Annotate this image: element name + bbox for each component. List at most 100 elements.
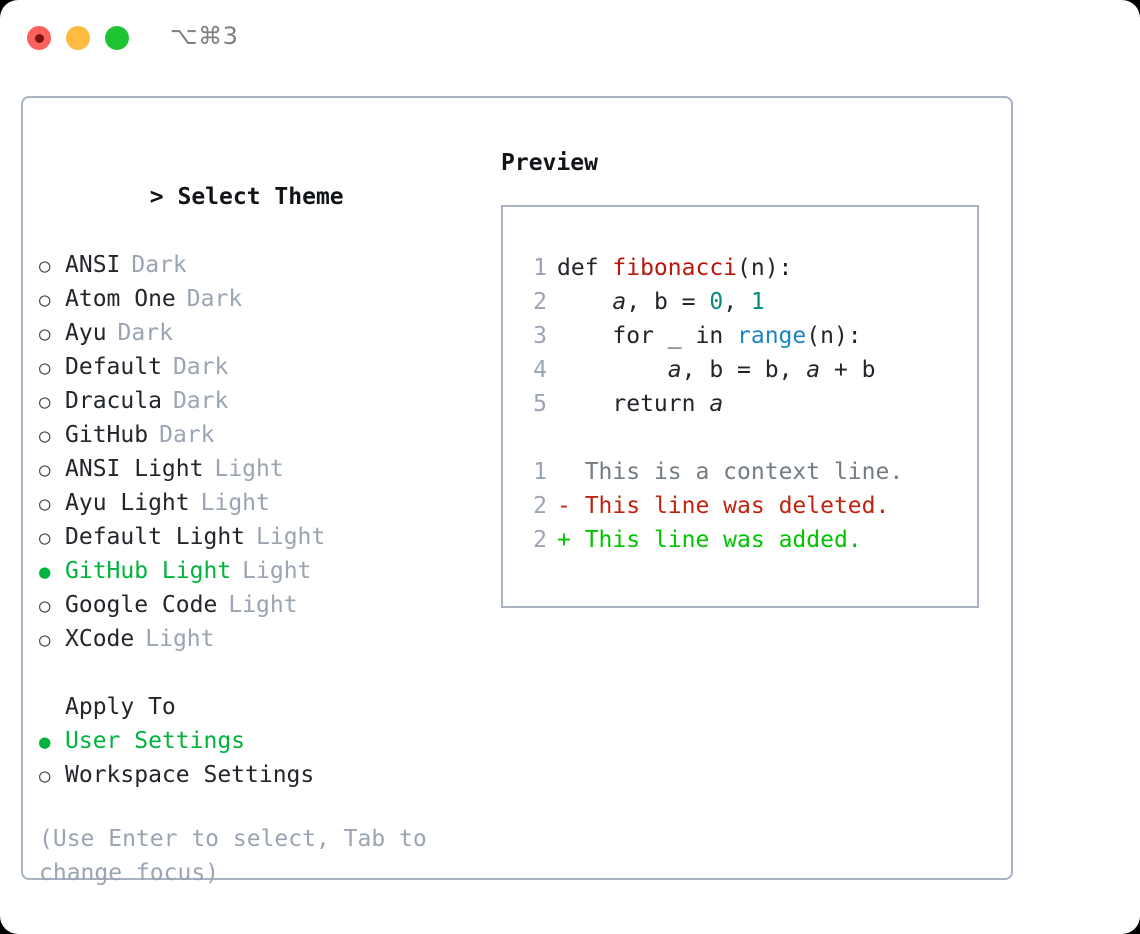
prompt-caret: > xyxy=(149,184,178,210)
code-token: def xyxy=(557,255,613,281)
diff-sample: 1 This is a context line.2- This line wa… xyxy=(519,455,977,557)
diff-marker: + xyxy=(557,527,571,553)
theme-option-label: Default xyxy=(65,354,162,380)
code-token: (n): xyxy=(737,255,793,281)
code-token: return xyxy=(557,391,710,417)
radio-unselected-icon: ○ xyxy=(39,595,51,617)
diff-line-text: This line was added. xyxy=(570,527,862,553)
theme-variant-tag: Light xyxy=(228,592,298,618)
diff-marker: - xyxy=(557,493,571,519)
theme-option-label: Ayu Light xyxy=(65,490,190,516)
code-line-text: def fibonacci(n): xyxy=(557,251,792,285)
theme-option-label: Ayu xyxy=(65,320,107,346)
code-token: for _ in xyxy=(557,323,738,349)
theme-option-label: GitHub xyxy=(65,422,149,448)
theme-variant-tag: Light xyxy=(214,456,284,482)
theme-variant-tag: Dark xyxy=(172,388,229,414)
keyboard-hint-text: (Use Enter to select, Tab to change focu… xyxy=(39,826,427,886)
code-line: 3 for _ in range(n): xyxy=(519,319,977,353)
radio-unselected-icon: ○ xyxy=(39,765,51,787)
code-token: a xyxy=(806,357,821,383)
theme-variant-tag: Dark xyxy=(117,320,173,346)
theme-option-label: Dracula xyxy=(65,388,162,414)
apply-to-option[interactable]: ○ Workspace Settings xyxy=(39,758,499,792)
code-line: 5 return a xyxy=(519,387,977,421)
list-spacer xyxy=(39,656,499,690)
theme-option[interactable]: ○ Google Code Light xyxy=(39,588,499,622)
radio-unselected-icon: ○ xyxy=(39,391,51,413)
radio-unselected-icon: ○ xyxy=(39,527,51,549)
maximize-button[interactable] xyxy=(105,26,129,50)
theme-variant-tag: Dark xyxy=(131,252,187,278)
theme-option-label: ANSI xyxy=(65,252,121,278)
code-token: a xyxy=(709,391,724,417)
code-token: , xyxy=(723,289,751,315)
code-line-text: a, b = 0, 1 xyxy=(557,285,765,319)
theme-variant-tag: Dark xyxy=(172,354,229,380)
radio-selected-icon: ● xyxy=(39,731,51,753)
theme-option[interactable]: ● GitHub Light Light xyxy=(39,554,499,588)
close-button[interactable] xyxy=(27,26,51,50)
window-controls xyxy=(27,26,129,50)
code-token: , b = xyxy=(626,289,710,315)
theme-option-label: GitHub Light xyxy=(65,558,232,584)
code-token: (n): xyxy=(806,323,862,349)
code-token xyxy=(557,289,612,315)
line-number: 2 xyxy=(533,527,547,553)
radio-unselected-icon: ○ xyxy=(39,255,51,277)
radio-unselected-icon: ○ xyxy=(39,323,51,345)
line-number: 4 xyxy=(533,357,547,383)
theme-variant-tag: Light xyxy=(256,524,326,550)
theme-option[interactable]: ○ Ayu Dark xyxy=(39,316,499,350)
radio-unselected-icon: ○ xyxy=(39,459,51,481)
code-token: fibonacci xyxy=(612,255,738,281)
apply-to-heading: Apply To xyxy=(65,694,176,720)
theme-option[interactable]: ○ ANSI Light Light xyxy=(39,452,499,486)
apply-to-option-label: User Settings xyxy=(65,728,246,754)
apply-to-option-label: Workspace Settings xyxy=(65,762,315,788)
code-token: 1 xyxy=(750,289,765,315)
line-number: 3 xyxy=(533,323,547,349)
theme-option-label: ANSI Light xyxy=(65,456,204,482)
select-theme-heading-label: Select Theme xyxy=(177,184,344,210)
code-token: range xyxy=(737,323,807,349)
code-token: + b xyxy=(820,357,876,383)
theme-variant-tag: Light xyxy=(242,558,312,584)
radio-unselected-icon: ○ xyxy=(39,629,51,651)
code-line-text: return a xyxy=(557,387,723,421)
apply-to-list: ● User Settings ○ Workspace Settings xyxy=(39,724,499,792)
radio-selected-icon: ● xyxy=(39,561,51,583)
theme-option-label: Google Code xyxy=(65,592,218,618)
theme-option[interactable]: ○ Atom One Dark xyxy=(39,282,499,316)
minimize-button[interactable] xyxy=(66,26,90,50)
select-theme-heading: > Select Theme xyxy=(39,146,499,248)
code-line: 1 def fibonacci(n): xyxy=(519,251,977,285)
line-number: 1 xyxy=(533,255,547,281)
radio-unselected-icon: ○ xyxy=(39,493,51,515)
theme-option[interactable]: ○ ANSI Dark xyxy=(39,248,499,282)
apply-to-option[interactable]: ● User Settings xyxy=(39,724,499,758)
preview-gap xyxy=(519,421,977,455)
theme-option-label: XCode xyxy=(65,626,135,652)
radio-unselected-icon: ○ xyxy=(39,425,51,447)
diff-line-text: This line was deleted. xyxy=(570,493,890,519)
code-line-text: for _ in range(n): xyxy=(557,319,862,353)
title-bar: ⌥⌘3 xyxy=(0,0,1140,76)
theme-option[interactable]: ○ Dracula Dark xyxy=(39,384,499,418)
diff-line: 2 + This line was added. xyxy=(519,523,977,557)
code-line: 4 a, b = b, a + b xyxy=(519,353,977,387)
radio-unselected-icon: ○ xyxy=(39,289,51,311)
line-number: 2 xyxy=(533,493,547,519)
theme-option-label: Atom One xyxy=(65,286,176,312)
code-token: , b = b, xyxy=(681,357,807,383)
theme-variant-tag: Dark xyxy=(186,286,243,312)
